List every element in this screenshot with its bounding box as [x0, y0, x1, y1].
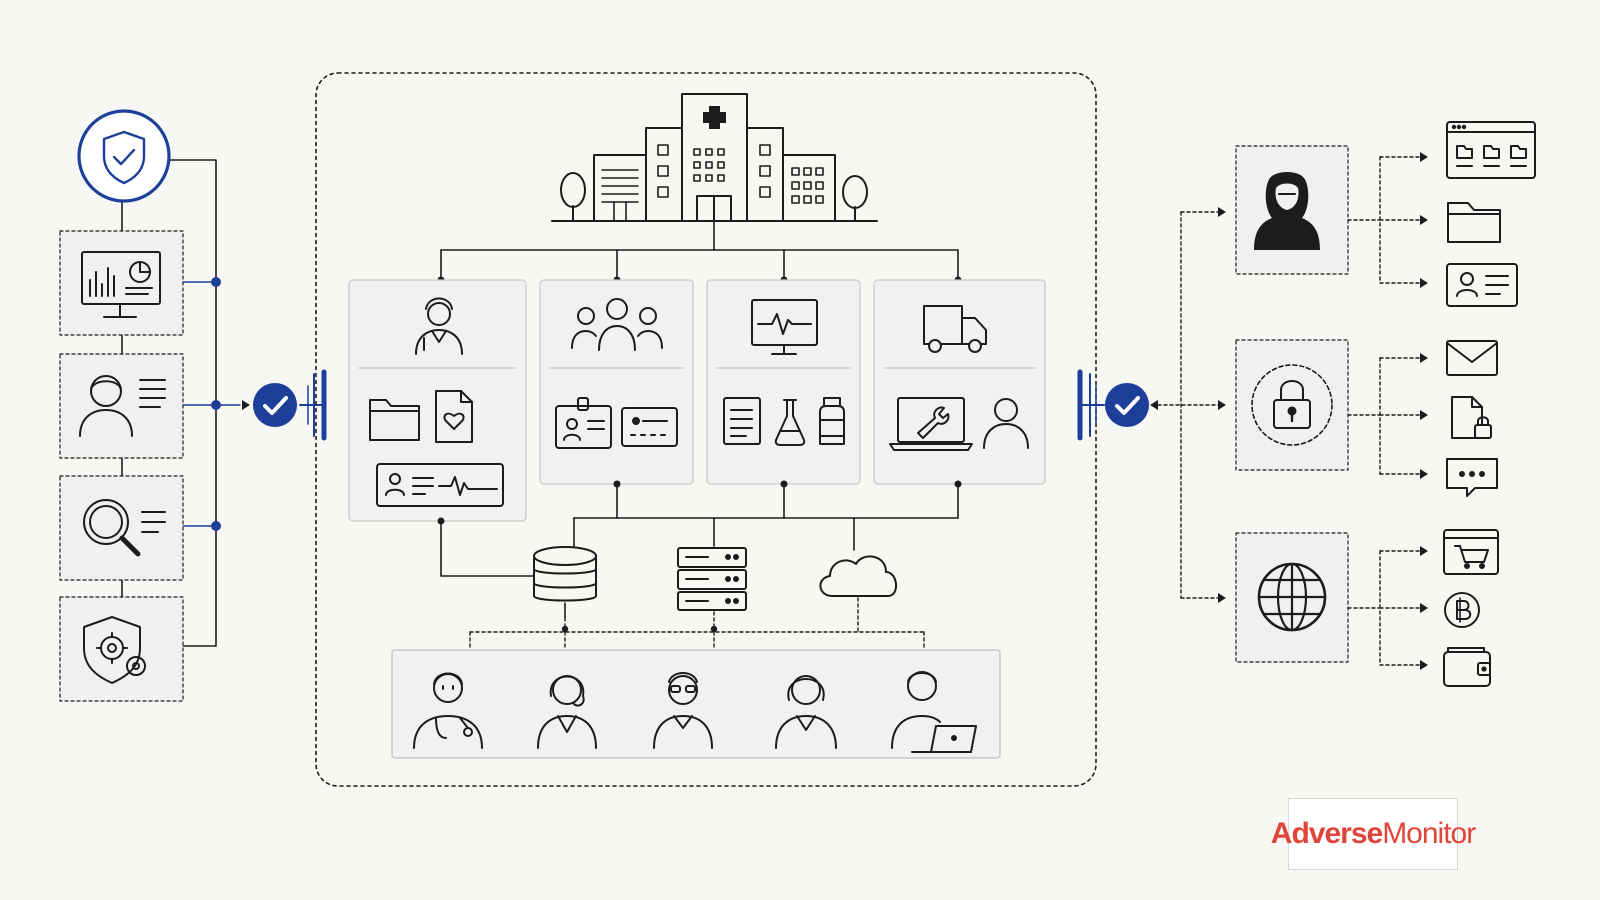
- locked-file-icon[interactable]: [1451, 396, 1492, 439]
- server-icon: [677, 547, 747, 611]
- department-card-lab[interactable]: [706, 279, 861, 485]
- medical-record-icon: [435, 390, 473, 443]
- folder-icon[interactable]: [1447, 202, 1501, 243]
- nurse-icon: [415, 297, 463, 355]
- staff-group-icon: [571, 298, 663, 351]
- left-verified-check-icon: [253, 383, 297, 427]
- laptop-user-icon[interactable]: [891, 671, 977, 753]
- brand-name-part-2: Monitor: [1382, 817, 1476, 850]
- heart-monitor-icon: [751, 299, 818, 355]
- physician-icon[interactable]: [653, 672, 713, 749]
- department-card-staff[interactable]: [539, 279, 694, 485]
- left-column: [59, 109, 327, 702]
- browser-window-icon[interactable]: [1446, 121, 1536, 179]
- search-investigate-icon[interactable]: [59, 475, 184, 581]
- staff-bus-lines: [469, 597, 925, 651]
- medicine-vial-icon: [819, 397, 845, 445]
- database-icon: [533, 546, 597, 619]
- hacker-icon[interactable]: [1235, 145, 1349, 275]
- staff-panel: [391, 649, 1001, 759]
- right-verified-check-icon: [1105, 383, 1149, 427]
- access-card-icon: [621, 407, 678, 447]
- security-settings-icon[interactable]: [59, 596, 184, 702]
- department-bus-lines: [437, 220, 962, 284]
- shield-check-icon: [77, 109, 171, 203]
- identity-card-icon[interactable]: [1446, 263, 1518, 307]
- wallet-icon[interactable]: [1443, 647, 1491, 687]
- right-gateway-bar: [1077, 369, 1105, 441]
- center-network: [315, 72, 1097, 787]
- lock-icon[interactable]: [1235, 339, 1349, 471]
- it-maintenance-laptop-icon: [889, 397, 973, 451]
- analytics-dashboard-icon[interactable]: [59, 230, 184, 336]
- folder-icon: [369, 399, 420, 441]
- technician-icon: [983, 398, 1029, 449]
- staff-id-badge-icon: [555, 397, 612, 449]
- brand-wordmark: AdverseMonitor: [1270, 817, 1476, 851]
- caregiver-icon[interactable]: [775, 675, 837, 749]
- cloud-icon: [819, 555, 897, 597]
- user-profile-icon[interactable]: [59, 353, 184, 459]
- brand-name-part-1: Adverse: [1270, 817, 1383, 850]
- delivery-truck-icon: [923, 305, 987, 353]
- brand-logo: AdverseMonitor: [1271, 798, 1476, 870]
- department-card-logistics-it[interactable]: [873, 279, 1046, 485]
- flask-icon: [774, 399, 806, 446]
- doctor-icon[interactable]: [413, 672, 483, 749]
- hospital-building-icon: [551, 93, 878, 222]
- bitcoin-icon[interactable]: [1444, 592, 1480, 628]
- department-card-clinical[interactable]: [348, 279, 527, 522]
- right-column: [1150, 121, 1536, 687]
- online-shop-icon[interactable]: [1443, 529, 1499, 575]
- lab-report-icon: [723, 397, 761, 445]
- patient-vitals-card-icon: [376, 463, 504, 507]
- chat-icon[interactable]: [1446, 458, 1498, 497]
- nurse-icon[interactable]: [537, 675, 597, 749]
- globe-icon[interactable]: [1235, 532, 1349, 663]
- left-gateway-bar: [299, 369, 327, 441]
- mail-icon[interactable]: [1446, 340, 1498, 376]
- infrastructure-bus-lines: [437, 480, 962, 577]
